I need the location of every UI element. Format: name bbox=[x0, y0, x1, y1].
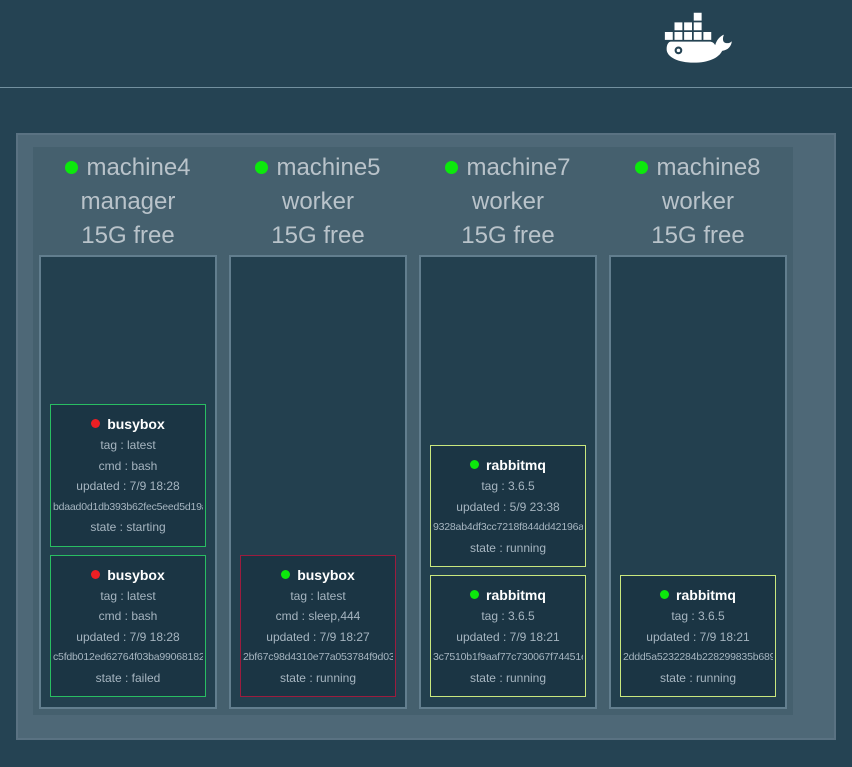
container-status-dot bbox=[91, 419, 101, 428]
container-detail-line: tag : 3.6.5 bbox=[481, 609, 535, 623]
node-role: worker bbox=[471, 188, 544, 215]
node-free-space: 15G free bbox=[651, 222, 745, 249]
node-role: worker bbox=[661, 188, 734, 215]
container-hash-line: 2ddd5a5232284b228299835b6899ba bbox=[623, 651, 773, 663]
container-detail-line: cmd : bash bbox=[98, 609, 158, 623]
container-detail-line: state : running bbox=[469, 540, 547, 555]
container-detail-line: state : starting bbox=[90, 520, 166, 534]
node-header: machine7 worker 15G free bbox=[413, 151, 603, 253]
node-status-dot bbox=[635, 161, 649, 174]
container-detail-line: updated : 5/9 23:38 bbox=[456, 499, 560, 514]
container-card: rabbitmq tag : 3.6.5 updated : 7/9 18:21 2… bbox=[620, 575, 776, 697]
node-role: manager bbox=[80, 188, 176, 215]
node-title: machine4 bbox=[33, 151, 223, 185]
container-detail-line: updated : 7/9 18:28 bbox=[76, 629, 180, 644]
node-free-space: 15G free bbox=[81, 222, 175, 249]
whale-eye bbox=[674, 46, 683, 55]
container-hash-line: c5fdb012ed62764f03ba99068182430 bbox=[53, 651, 203, 663]
container-detail-line: updated : 7/9 18:21 bbox=[646, 629, 750, 644]
container-detail-line: state : running bbox=[279, 670, 357, 685]
node-column: machine4 manager 15G free busybox tag : … bbox=[33, 147, 223, 715]
container-name: rabbitmq bbox=[676, 587, 736, 603]
node-role: worker bbox=[281, 188, 354, 215]
node-column: machine8 worker 15G free rabbitmq tag : … bbox=[603, 147, 793, 715]
container-detail-line: tag : 3.6.5 bbox=[481, 479, 535, 493]
node-name: machine7 bbox=[466, 154, 571, 181]
container-detail-line: tag : latest bbox=[290, 588, 346, 603]
node-title: machine8 bbox=[603, 151, 793, 185]
node-header: machine4 manager 15G free bbox=[33, 151, 223, 253]
container-status-dot bbox=[470, 460, 480, 469]
node-status-dot bbox=[255, 161, 269, 174]
container-name: busybox bbox=[107, 416, 165, 432]
container-title: busybox bbox=[243, 564, 393, 586]
container-status-dot bbox=[660, 590, 670, 599]
container-detail-line: updated : 7/9 18:28 bbox=[76, 479, 180, 493]
container-name: rabbitmq bbox=[486, 457, 546, 473]
container-card: busybox tag : latest cmd : bash updated : … bbox=[50, 554, 206, 697]
node-status-dot bbox=[445, 161, 459, 174]
container-card: busybox tag : latest cmd : bash updated : … bbox=[50, 404, 206, 547]
container-hash-line: 3c7510b1f9aaf77c730067f74451e051 bbox=[433, 651, 583, 663]
node-title: machine7 bbox=[413, 151, 603, 185]
node-title: machine5 bbox=[223, 151, 413, 185]
container-title: busybox bbox=[53, 413, 203, 435]
node-free-space: 15G free bbox=[461, 222, 555, 249]
container-detail-line: tag : 3.6.5 bbox=[671, 609, 725, 623]
container-card: rabbitmq tag : 3.6.5 updated : 7/9 18:21 3… bbox=[430, 575, 586, 697]
container-detail-line: tag : latest bbox=[100, 588, 156, 603]
node-header: machine5 worker 15G free bbox=[223, 151, 413, 253]
container-status-dot bbox=[281, 569, 291, 579]
containers-box: busybox tag : latest cmd : bash updated : … bbox=[39, 255, 217, 709]
container-status-dot bbox=[470, 590, 480, 599]
container-name: busybox bbox=[297, 566, 355, 583]
node-column: machine5 worker 15G free busybox tag : l… bbox=[223, 147, 413, 715]
container-card: rabbitmq tag : 3.6.5 updated : 5/9 23:38 9… bbox=[430, 445, 586, 567]
container-detail-line: tag : latest bbox=[100, 438, 156, 452]
container-title: rabbitmq bbox=[623, 584, 773, 606]
node-column: machine7 worker 15G free rabbitmq tag : … bbox=[413, 147, 603, 715]
container-name: rabbitmq bbox=[486, 587, 546, 603]
container-detail-line: state : running bbox=[659, 670, 737, 685]
container-detail-line: state : failed bbox=[95, 670, 161, 685]
container-hash-line: bdaad0d1db393b62fec5eed5d19a66 bbox=[53, 500, 203, 513]
docker-whale-icon bbox=[664, 12, 732, 63]
container-status-dot bbox=[91, 569, 101, 579]
container-title: rabbitmq bbox=[433, 454, 583, 476]
node-free-space: 15G free bbox=[271, 222, 365, 249]
header-bar bbox=[0, 0, 852, 88]
containers-box: rabbitmq tag : 3.6.5 updated : 7/9 18:21 2… bbox=[609, 255, 787, 709]
node-name: machine4 bbox=[86, 154, 191, 181]
container-detail-line: state : running bbox=[469, 670, 547, 685]
container-detail-line: cmd : bash bbox=[98, 458, 158, 473]
container-name: busybox bbox=[107, 566, 165, 583]
container-detail-line: updated : 7/9 18:21 bbox=[456, 629, 560, 644]
node-name: machine8 bbox=[656, 154, 761, 181]
containers-box: busybox tag : latest cmd : sleep,444 updat… bbox=[229, 255, 407, 709]
containers-box: rabbitmq tag : 3.6.5 updated : 5/9 23:38 9… bbox=[419, 255, 597, 709]
container-detail-line: cmd : sleep,444 bbox=[275, 609, 361, 623]
node-header: machine8 worker 15G free bbox=[603, 151, 793, 253]
container-card: busybox tag : latest cmd : sleep,444 updat… bbox=[240, 554, 396, 697]
container-hash-line: 2bf67c98d4310e77a053784f9d03a04 bbox=[243, 651, 393, 663]
container-title: rabbitmq bbox=[433, 584, 583, 606]
container-hash-line: 9328ab4df3cc7218f844dd42196aab7 bbox=[433, 521, 583, 533]
node-name: machine5 bbox=[276, 154, 381, 181]
container-detail-line: updated : 7/9 18:27 bbox=[266, 629, 370, 644]
node-status-dot bbox=[65, 161, 79, 174]
container-title: busybox bbox=[53, 564, 203, 586]
swarm-panel: machine4 manager 15G free busybox tag : … bbox=[16, 133, 836, 740]
